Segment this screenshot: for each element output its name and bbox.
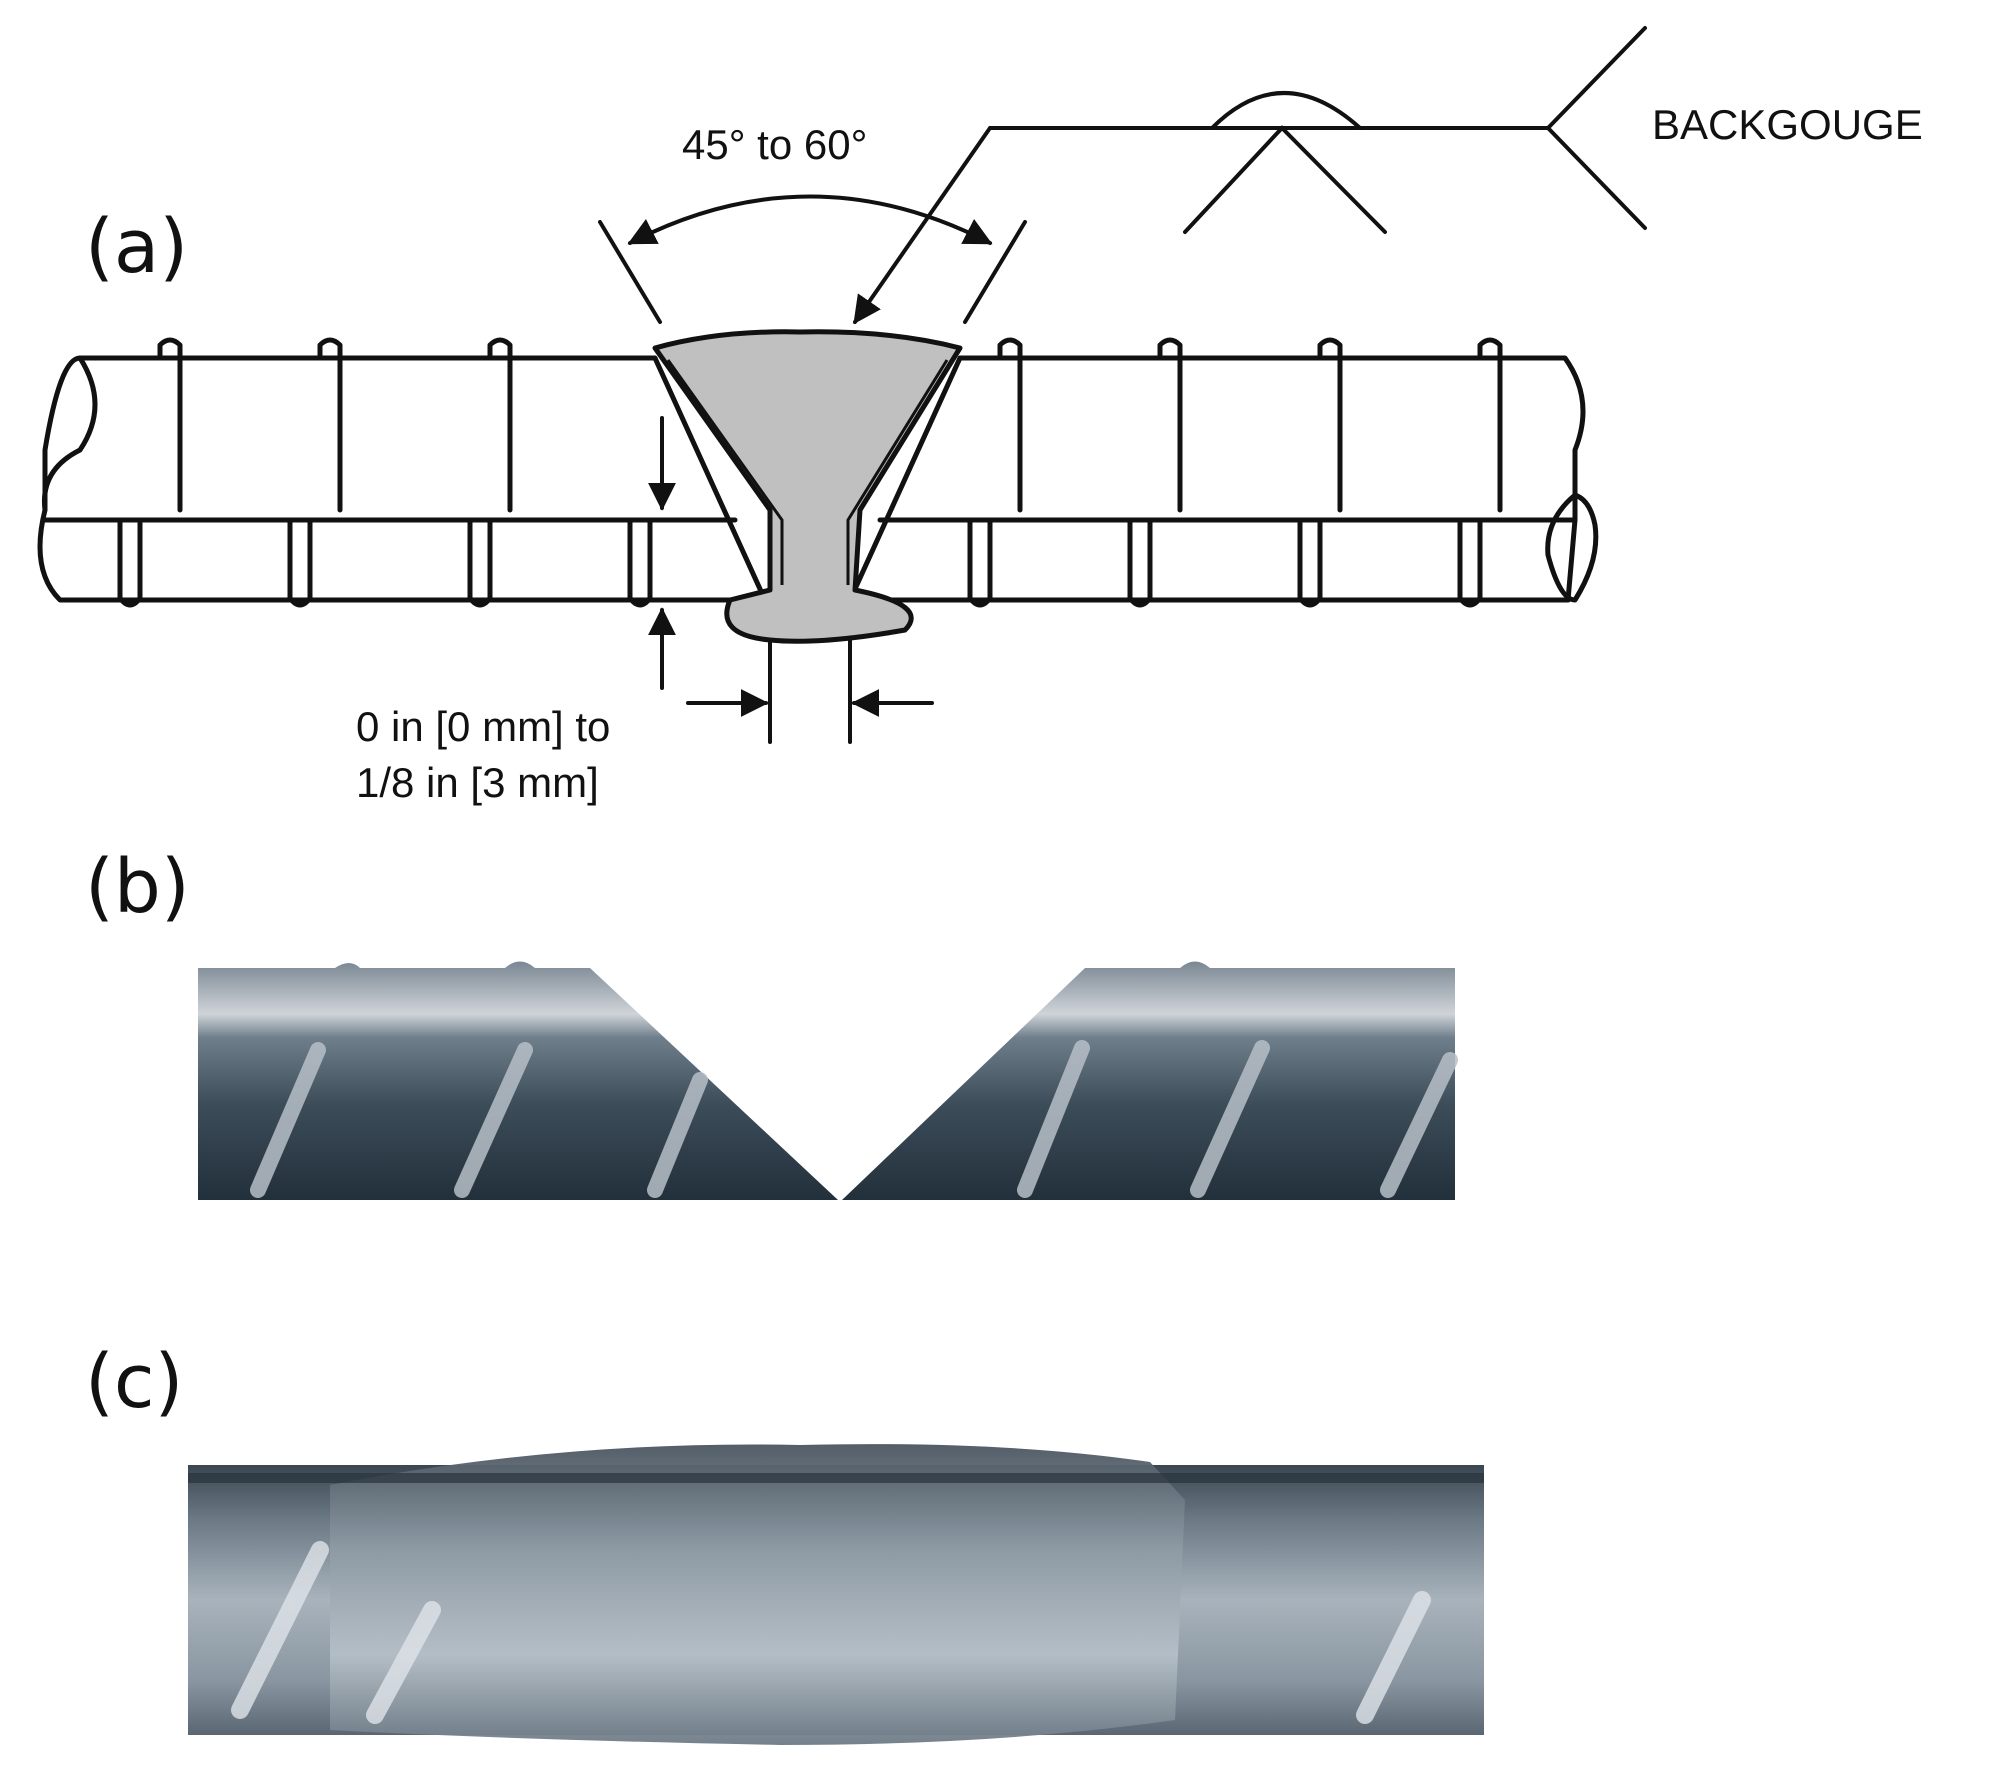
welded-bar-ribs: [231, 1541, 1431, 1724]
weld-reinforcement: [330, 1444, 1185, 1745]
backgouge-label: BACKGOUGE: [1652, 101, 1923, 148]
left-bar-end-cap: [41, 355, 98, 513]
groove-angle-label: 45° to 60°: [682, 121, 868, 168]
right-bar-ribs: [967, 337, 1503, 608]
panel-label-a: (a): [85, 204, 189, 290]
groove-angle-arc: [627, 194, 993, 245]
root-opening-label-line1: 0 in [0 mm] to: [356, 703, 611, 750]
right-bar-photo-ribs: [1017, 1040, 1458, 1198]
weld-joint-diagram: [37, 26, 1647, 744]
panel-label-b: (b): [85, 844, 190, 930]
right-bar-end-cap: [1545, 492, 1599, 603]
weld-symbol-tail: [1546, 26, 1647, 230]
left-bar-photo-ribs: [250, 1042, 708, 1198]
v-groove-symbol: [1183, 125, 1387, 234]
left-bar-ribs: [117, 337, 653, 608]
right-beveled-bar: [842, 961, 1455, 1200]
backing-weld-symbol: [1210, 91, 1362, 130]
weld-metal: [652, 329, 963, 644]
root-opening-label-line2: 1/8 in [3 mm]: [356, 759, 599, 806]
panel-label-c: (c): [85, 1339, 184, 1425]
